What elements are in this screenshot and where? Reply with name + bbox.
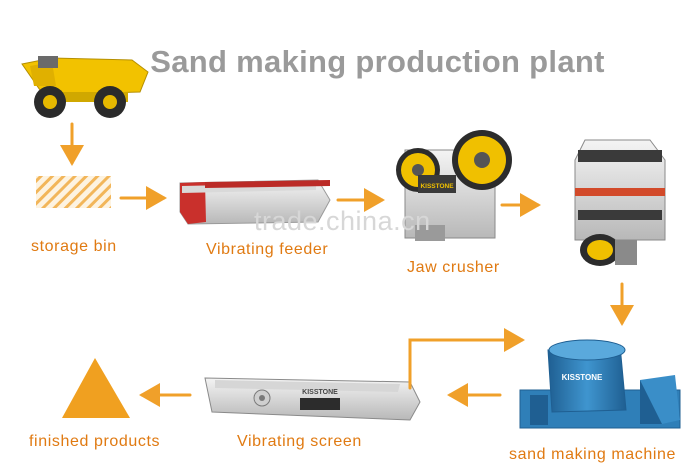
- watermark: trade.china.cn: [254, 206, 431, 236]
- label-storage-bin: storage bin: [31, 238, 117, 255]
- label-jaw-crusher: Jaw crusher: [407, 259, 500, 276]
- label-sand-making-machine: sand making machine: [509, 446, 677, 463]
- dump-truck-icon: [21, 56, 149, 118]
- vibrating-feeder-icon: [179, 179, 331, 225]
- brand-label-vsi: KISSTONE: [562, 373, 603, 382]
- label-vibrating-feeder: Vibrating feeder: [206, 241, 329, 258]
- label-vibrating-screen: Vibrating screen: [237, 433, 362, 450]
- cone-crusher-icon: [574, 139, 666, 266]
- label-finished-products: finished products: [29, 433, 161, 450]
- brand-label-screen: KISSTONE: [302, 389, 338, 396]
- page-title: Sand making production plant: [150, 44, 605, 79]
- arrow-screen-return-loop: [408, 328, 525, 390]
- storage-bin-icon: [36, 176, 111, 208]
- vibrating-screen-icon: [204, 377, 421, 421]
- brand-label-jaw: KISSTONE: [420, 183, 454, 190]
- sand-making-machine-icon: [519, 339, 681, 429]
- jaw-crusher-icon: [396, 130, 512, 241]
- finished-products-pile-icon: [62, 358, 130, 418]
